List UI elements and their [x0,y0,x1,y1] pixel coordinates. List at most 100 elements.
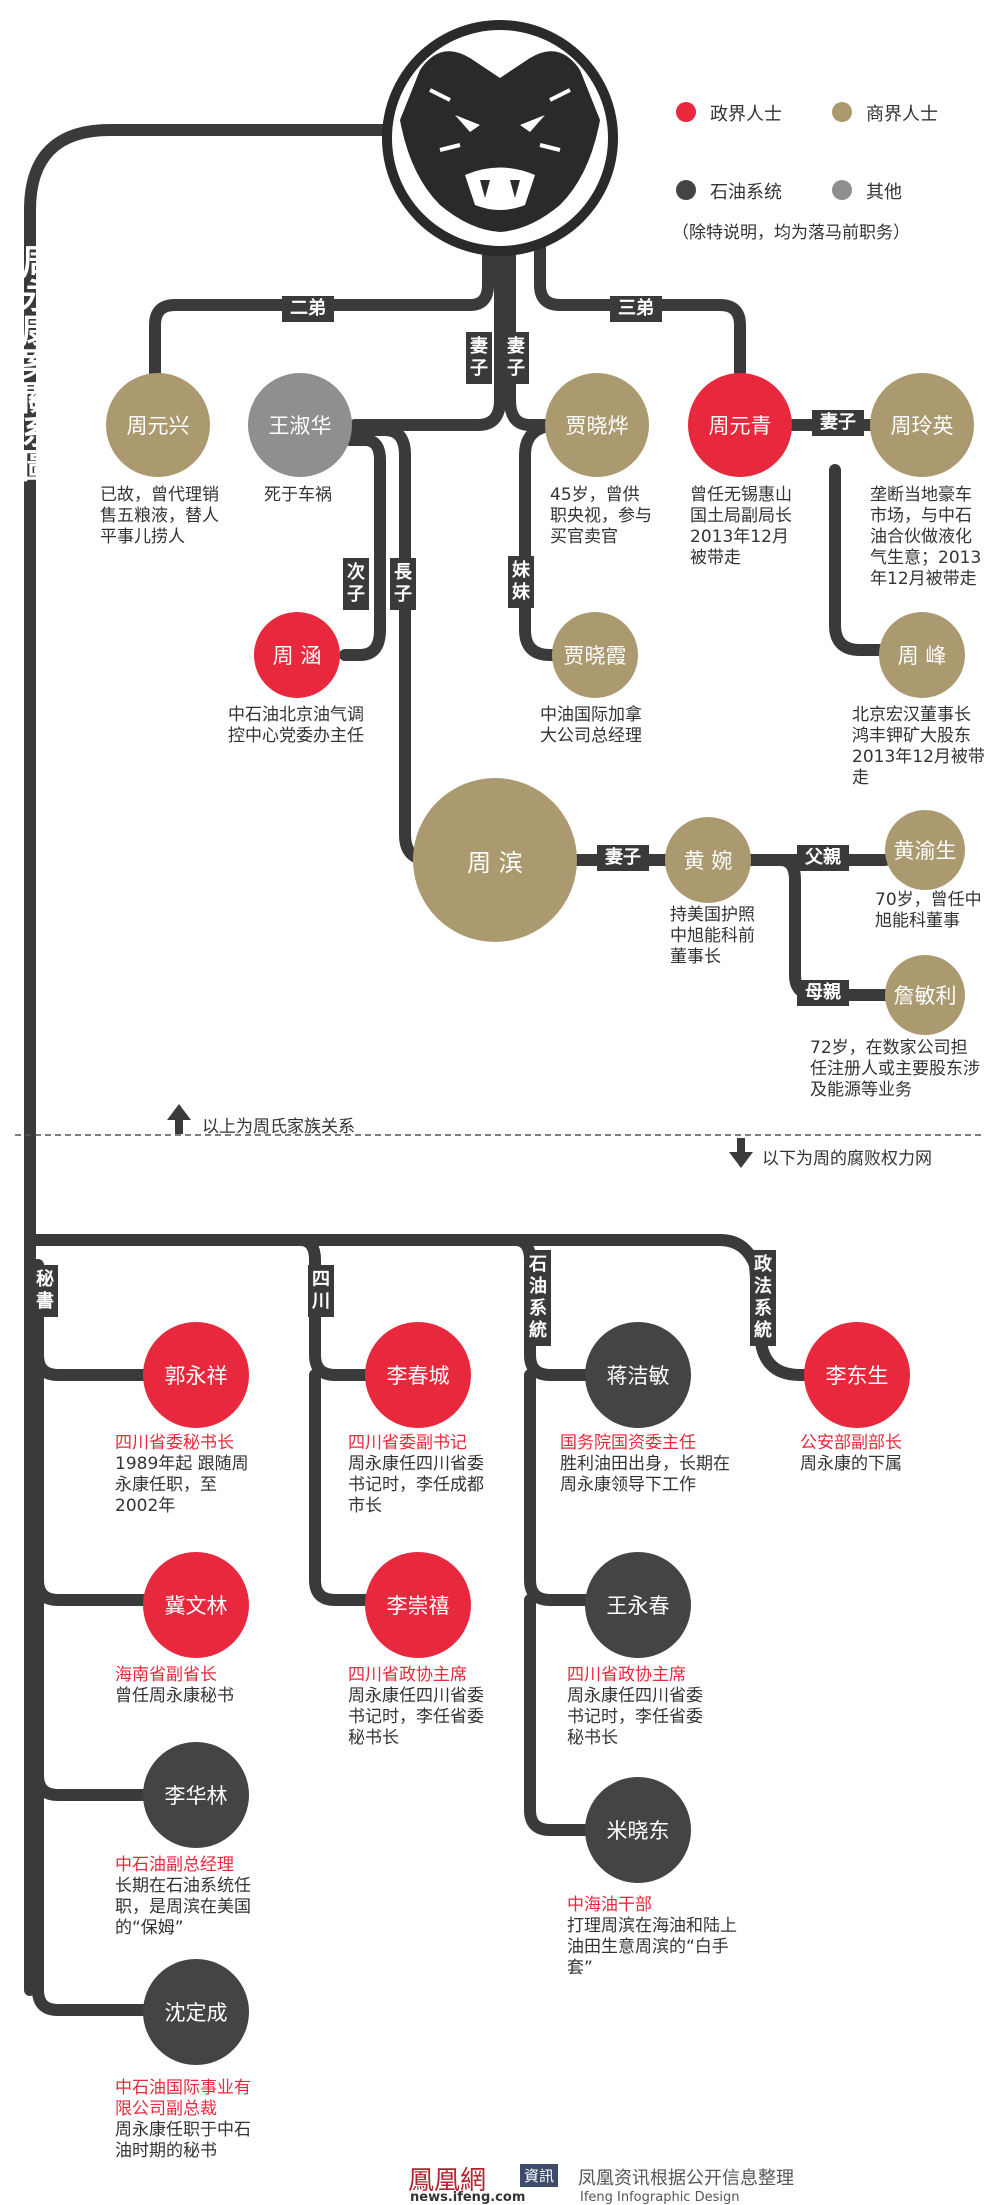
node-li-chongxi: 李崇禧 [365,1552,471,1658]
legend-petroleum-label: 石油系统 [710,182,782,203]
desc-text: 70岁，曾任中旭能科董事 [875,890,982,931]
desc-li-chongxi: 四川省政协主席周永康任四川省委书记时，李任省委秘书长 [348,1665,493,1749]
node-name: 贾晓霞 [563,644,627,668]
main-spine [24,124,401,1996]
desc-text: 北京宏汉董事长鸿丰钾矿大股东2013年12月被带走 [852,705,985,788]
relation-tag: 長子 [390,558,416,610]
node-name: 贾晓烨 [565,414,629,438]
desc-li-chuncheng: 四川省委副书记周永康任四川省委书记时，李任成都市长 [348,1433,493,1517]
desc-text: 72岁，在数家公司担任注册人或主要股东涉及能源等业务 [810,1038,980,1100]
desc-text: 45岁，曾供职央视，参与买官卖官 [550,485,652,547]
desc-huang-yusheng: 70岁，曾任中旭能科董事 [875,890,990,932]
role-text: 中石油国际事业有限公司副总裁 [115,2078,251,2119]
relation-tag: 秘書 [32,1265,58,1317]
page-title: 周永康案關系圖 [14,244,55,492]
desc-shen-dingcheng: 中石油国际事业有限公司副总裁周永康任职于中石油时期的秘书 [115,2078,260,2162]
node-name: 周元青 [708,414,772,438]
role-text: 公安部副部长 [800,1433,902,1453]
node-name: 米晓东 [606,1819,670,1843]
node-zhan-minli: 詹敏利 [885,955,965,1035]
node-name: 黄 婉 [683,849,733,873]
divider-below-text: 以下为周的腐败权力网 [762,1149,932,1169]
node-name: 李东生 [825,1364,889,1388]
footer-design: Ifeng Infographic Design [580,2190,740,2205]
role-text: 中海油干部 [567,1895,652,1915]
desc-text: 胜利油田出身，长期在周永康领导下工作 [560,1454,730,1495]
desc-zhou-lingying: 垄断当地豪车市场，与中石油合伙做液化气生意；2013年12月被带走 [870,485,985,590]
desc-jia-xiaoye: 45岁，曾供职央视，参与买官卖官 [550,485,655,548]
desc-text: 1989年起 跟随周永康任职，至2002年 [115,1454,249,1516]
role-text: 四川省委秘书长 [115,1433,234,1453]
legend-note: （除特说明，均为落马前职务） [672,223,910,243]
desc-mi-xiaodong: 中海油干部打理周滨在海油和陆上油田生意周滨的“白手套” [567,1895,737,1979]
legend-other-label: 其他 [866,182,902,203]
role-text: 国务院国资委主任 [560,1433,696,1453]
desc-text: 中石油北京油气调控中心党委办主任 [228,705,364,746]
desc-huang-wan: 持美国护照中旭能科前董事长 [670,905,770,968]
node-name: 蒋洁敏 [606,1364,670,1388]
divider-above-text: 以上为周氏家族关系 [202,1117,355,1137]
desc-text: 曾任周永康秘书 [115,1686,234,1706]
node-name: 周 峰 [897,644,947,668]
desc-text: 中油国际加拿大公司总经理 [540,705,642,746]
node-shen-dingcheng: 沈定成 [143,1959,249,2065]
role-text: 四川省委副书记 [348,1433,467,1453]
node-zhou-han: 周 涵 [254,612,340,698]
node-name: 李华林 [164,1784,228,1808]
node-li-dongsheng: 李东生 [804,1322,910,1428]
down-arrow-icon [729,1138,753,1168]
desc-zhou-feng: 北京宏汉董事长鸿丰钾矿大股东2013年12月被带走 [852,705,987,789]
desc-wang-yongchun: 四川省政协主席周永康任四川省委书记时，李任省委秘书长 [567,1665,712,1749]
node-name: 周 滨 [467,848,523,877]
node-name: 周元兴 [126,414,190,438]
relation-tag: 妻子 [812,410,864,436]
desc-li-hualin: 中石油副总经理长期在石油系统任职，是周滨在美国的“保姆” [115,1855,260,1939]
node-name: 周 涵 [272,644,322,668]
desc-text: 垄断当地豪车市场，与中石油合伙做液化气生意；2013年12月被带走 [870,485,982,589]
node-jia-xiaoye: 贾晓烨 [545,373,649,477]
relation-tag: 父親 [797,845,849,871]
role-text: 中石油副总经理 [115,1855,234,1875]
desc-text: 周永康任四川省委书记时，李任省委秘书长 [348,1686,484,1748]
desc-text: 打理周滨在海油和陆上油田生意周滨的“白手套” [567,1916,737,1978]
relation-tag: 妻子 [597,845,649,871]
role-text: 海南省副省长 [115,1665,217,1685]
legend: 政界人士 商界人士 石油系统 其他 （除特说明，均为落马前职务） [672,100,992,250]
node-name: 周玲英 [890,414,954,438]
desc-wang-shuhua: 死于车祸 [264,485,364,506]
node-name: 李春城 [386,1364,450,1388]
desc-ji-wenlin: 海南省副省长曾任周永康秘书 [115,1665,245,1707]
desc-text: 周永康任职于中石油时期的秘书 [115,2120,251,2161]
desc-text: 周永康任四川省委书记时，李任省委秘书长 [567,1686,703,1748]
footer-credit: 凤凰资讯根据公开信息整理 [578,2168,794,2189]
node-li-hualin: 李华林 [143,1742,249,1848]
node-zhou-bin: 周 滨 [413,778,577,942]
node-name: 詹敏利 [893,984,957,1008]
node-name: 沈定成 [164,2001,228,2025]
node-huang-yusheng: 黄渝生 [885,810,965,890]
node-wang-yongchun: 王永春 [585,1552,691,1658]
node-name: 冀文林 [164,1594,228,1618]
node-mi-xiaodong: 米晓东 [585,1777,691,1883]
up-arrow-icon [167,1104,191,1134]
legend-petroleum-dot [676,180,696,200]
node-zhou-lingying: 周玲英 [870,373,974,477]
title-text: 周永康案關系圖 [15,244,55,482]
legend-political-dot [676,102,696,122]
desc-text: 周永康的下属 [800,1454,902,1474]
relation-tag: 二弟 [282,296,334,322]
node-name: 黄渝生 [893,839,957,863]
tiger-head-icon [382,20,618,256]
desc-text: 持美国护照中旭能科前董事长 [670,905,755,967]
node-name: 郭永祥 [164,1364,228,1388]
relation-tag: 妻子 [503,332,529,384]
legend-business-dot [832,102,852,122]
node-jiang-jiemin: 蒋洁敏 [585,1322,691,1428]
desc-zhan-minli: 72岁，在数家公司担任注册人或主要股东涉及能源等业务 [810,1038,980,1101]
desc-jia-xiaoxia: 中油国际加拿大公司总经理 [540,705,655,747]
desc-text: 已故，曾代理销售五粮液，替人平事儿捞人 [100,485,219,547]
desc-zhou-yuanqing: 曾任无锡惠山国土局副局长2013年12月被带走 [690,485,800,569]
footer-logo: 鳳凰網 [408,2166,487,2196]
desc-text: 曾任无锡惠山国土局副局长2013年12月被带走 [690,485,792,568]
